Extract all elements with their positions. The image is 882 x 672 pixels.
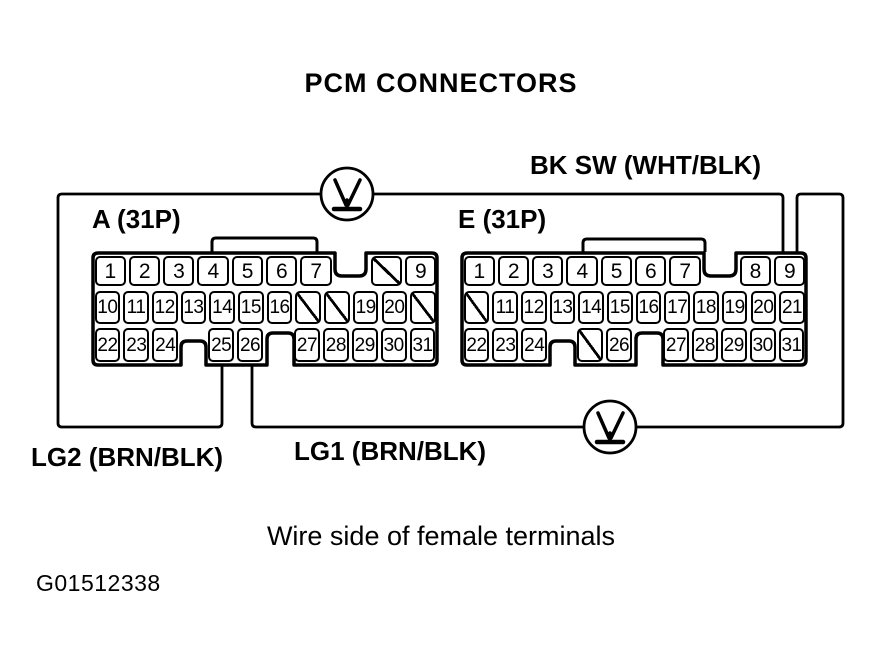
ground-circle <box>319 166 375 222</box>
wire-label-lg1: LG1 (BRN/BLK) <box>294 436 487 466</box>
pin-A-31: 31 <box>409 328 436 362</box>
connector-a-label: A (31P) <box>92 204 181 234</box>
pin-E-6: 6 <box>635 256 667 286</box>
pin-E-31: 31 <box>778 328 805 362</box>
pin-E-7: 7 <box>669 256 701 286</box>
pin-E-13: 13 <box>549 291 576 324</box>
pin-A-14: 14 <box>209 291 235 324</box>
pin-E-23: 23 <box>492 328 519 362</box>
pin-A-13: 13 <box>180 291 207 324</box>
ground-symbol-bottom <box>582 399 638 455</box>
pin-A-12: 12 <box>151 291 178 324</box>
pin-A-15: 15 <box>238 291 264 324</box>
pin-A-20: 20 <box>381 291 408 324</box>
connector-e-label: E (31P) <box>458 204 547 234</box>
pin-E-3: 3 <box>532 256 564 286</box>
pin-A-4: 4 <box>197 256 229 286</box>
pin-E-12: 12 <box>520 291 547 324</box>
pin-A-19: 19 <box>352 291 379 324</box>
pin-E-4: 4 <box>566 256 598 286</box>
pin-A-23: 23 <box>123 328 150 362</box>
pin-A-7: 7 <box>300 256 332 286</box>
pin-E-14: 14 <box>578 291 604 324</box>
pin-E-28: 28 <box>691 328 718 362</box>
pin-E-29: 29 <box>720 328 747 362</box>
pin-E-17: 17 <box>664 291 691 324</box>
pin-E-24: 24 <box>521 328 548 362</box>
pin-E-unused <box>577 328 604 362</box>
chassis-ground-icon <box>596 411 625 442</box>
pin-E-30: 30 <box>749 328 776 362</box>
wire-top-ground-to-lg2 <box>56 192 322 429</box>
pin-A-28: 28 <box>322 328 349 362</box>
pin-A-unused <box>295 291 322 324</box>
ground-symbol-top <box>319 166 375 222</box>
pin-E-15: 15 <box>607 291 633 324</box>
pin-A-16: 16 <box>266 291 293 324</box>
pin-A-22: 22 <box>94 328 121 362</box>
wire-label-lg2: LG2 (BRN/BLK) <box>31 442 224 472</box>
pin-A-1: 1 <box>94 256 126 286</box>
pin-E-26: 26 <box>606 328 632 362</box>
ground-circle <box>582 399 638 455</box>
pin-E-5: 5 <box>600 256 632 286</box>
pin-E-2: 2 <box>497 256 530 286</box>
pin-E-16: 16 <box>635 291 662 324</box>
pin-A-29: 29 <box>351 328 378 362</box>
pin-A-26: 26 <box>237 328 263 362</box>
pin-E-11: 11 <box>492 291 518 324</box>
chassis-ground-icon <box>333 178 362 209</box>
wire-bksw-to-top-ground <box>372 192 785 255</box>
pin-A-11: 11 <box>123 291 149 324</box>
pin-E-22: 22 <box>463 328 490 362</box>
pin-E-8: 8 <box>739 256 771 286</box>
pin-A-25: 25 <box>208 328 235 362</box>
pin-E-21: 21 <box>779 291 805 324</box>
connector-e-tab <box>581 237 707 252</box>
pin-A-27: 27 <box>294 328 320 362</box>
diagram-title: PCM CONNECTORS <box>304 68 578 98</box>
pin-A-unused <box>324 291 350 324</box>
wire-bottom-ground-to-bksw <box>635 192 845 429</box>
pin-E-18: 18 <box>693 291 719 324</box>
pin-E-27: 27 <box>663 328 689 362</box>
pin-A-2: 2 <box>128 256 161 286</box>
pin-A-24: 24 <box>152 328 179 362</box>
pin-E-20: 20 <box>750 291 777 324</box>
figure-code: G01512338 <box>36 570 161 596</box>
pin-E-19: 19 <box>721 291 748 324</box>
pin-A-30: 30 <box>380 328 407 362</box>
wire-side-note: Wire side of female terminals <box>266 521 616 551</box>
pin-A-unused <box>370 256 402 286</box>
pin-E-9: 9 <box>773 256 806 286</box>
pin-A-6: 6 <box>266 256 298 286</box>
pin-A-9: 9 <box>404 256 437 286</box>
pin-A-3: 3 <box>163 256 195 286</box>
pin-E-unused <box>463 291 490 324</box>
wire-lg1-to-bottom-ground <box>250 361 585 429</box>
pin-A-5: 5 <box>231 256 263 286</box>
pin-E-1: 1 <box>463 256 495 286</box>
pin-A-10: 10 <box>94 291 121 324</box>
pin-A-unused <box>410 291 436 324</box>
wire-label-bk-sw: BK SW (WHT/BLK) <box>530 150 762 180</box>
connector-a-tab <box>210 236 319 253</box>
